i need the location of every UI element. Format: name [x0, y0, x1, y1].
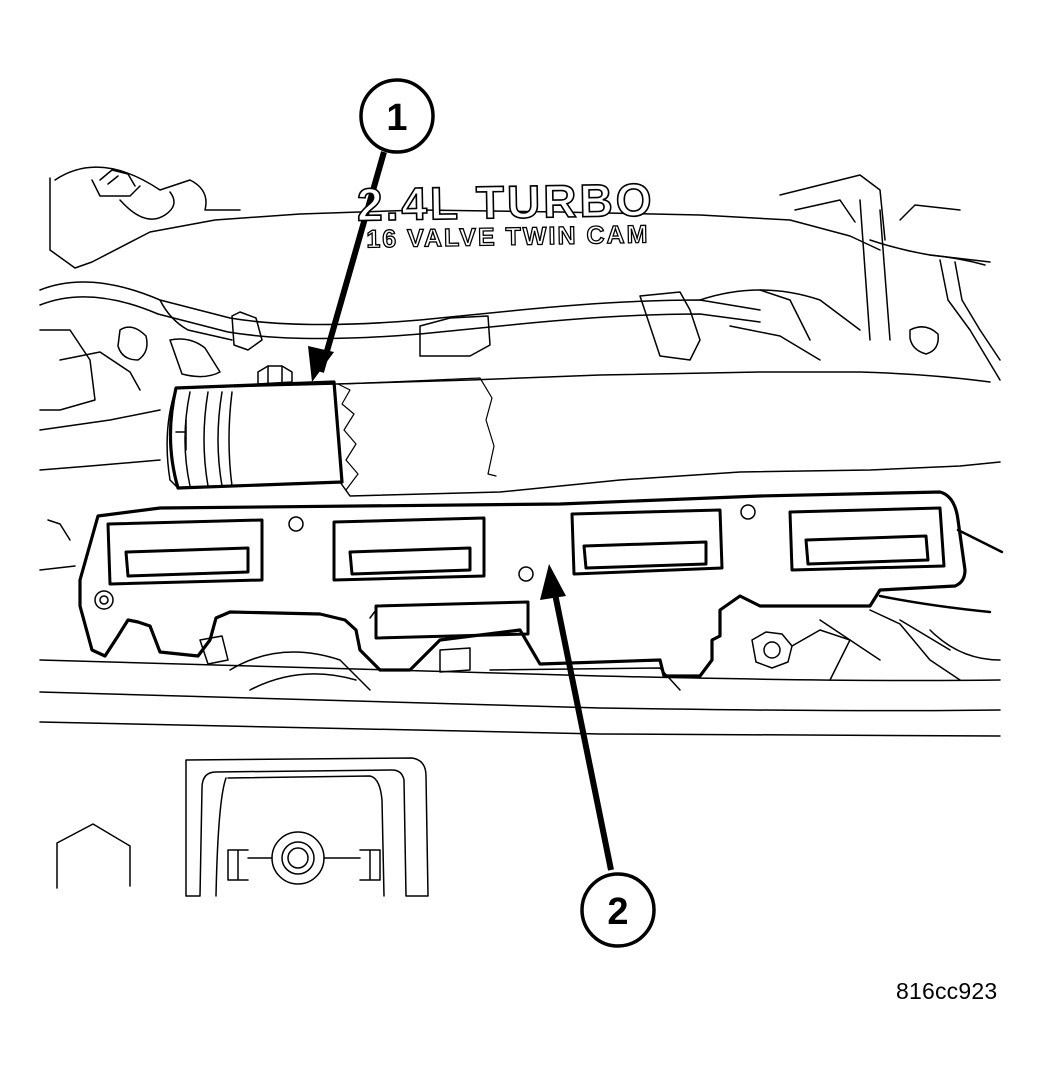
oil-cap-emblem: [99, 169, 136, 187]
engine-label-line1: 2.4L TURBO: [357, 173, 655, 230]
left-components: [39, 329, 161, 571]
body-panel-lines: [39, 659, 1001, 737]
arrow-2-leader: [548, 573, 614, 871]
callout-2-number: 2: [607, 891, 628, 933]
wiring-harness: [39, 281, 939, 378]
callout-1-number: 1: [386, 97, 407, 139]
engine-label-line2: 16 VALVE TWIN CAM: [366, 221, 650, 254]
engine-cover: [49, 166, 1001, 381]
callout-2: [580, 872, 656, 948]
sealant-pattern: [337, 377, 497, 491]
arrow-1-head: [308, 346, 334, 382]
callout-arrows: [318, 151, 614, 871]
arrow-2-head: [540, 564, 566, 600]
lower-components: [199, 528, 1004, 691]
figure-id: 816cc923: [896, 978, 998, 1004]
callout-1: [359, 78, 435, 154]
pentagon-shape: [56, 823, 131, 889]
intake-tube: [166, 365, 1001, 497]
lower-bracket: [185, 757, 429, 897]
intake-manifold-gasket: [78, 490, 967, 678]
arrow-1-leader: [318, 151, 387, 373]
